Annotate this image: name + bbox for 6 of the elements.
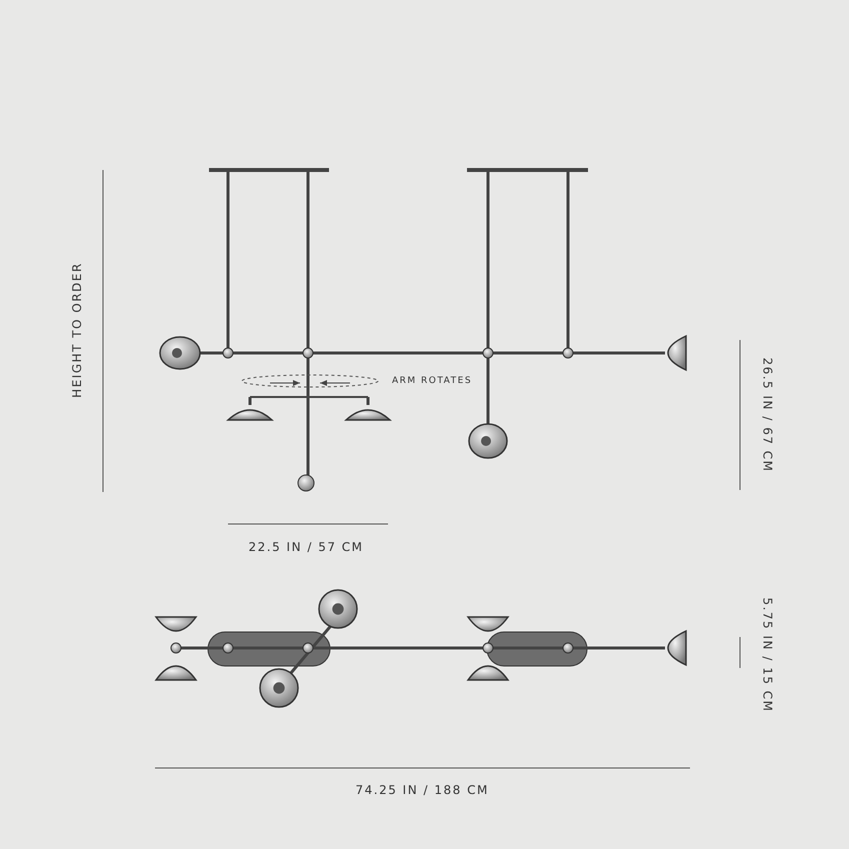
annotation-label: ARM ROTATES [392,376,472,386]
dimension-label: 74.25 IN / 188 CM [356,783,489,797]
dimension-label: HEIGHT TO ORDER [70,262,84,398]
dimension-label: 22.5 IN / 57 CM [248,540,364,554]
dimension-label: 26.5 IN / 67 CM [760,357,774,473]
dimension-label: 5.75 IN / 15 CM [760,597,774,713]
